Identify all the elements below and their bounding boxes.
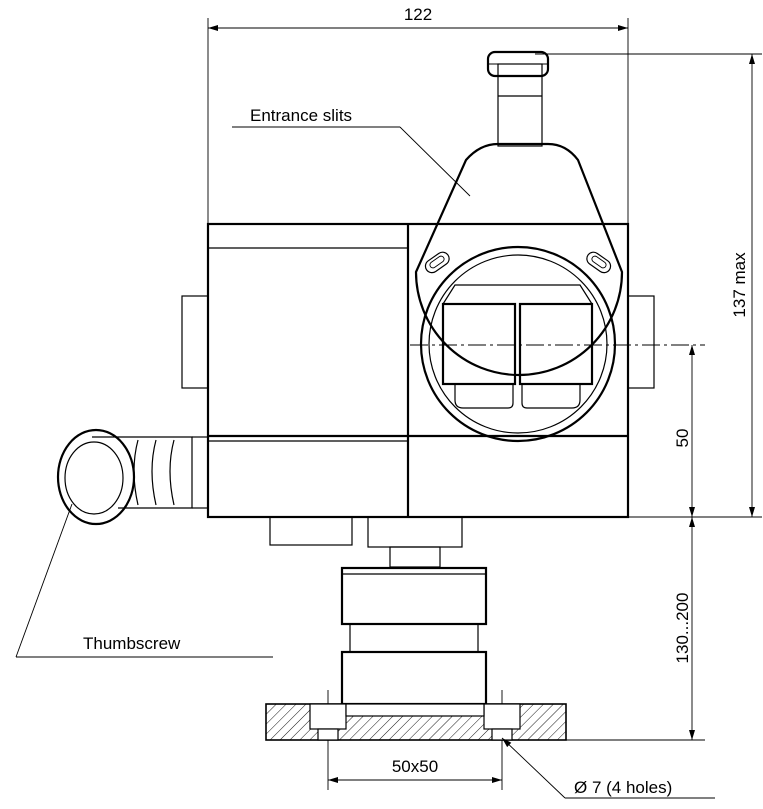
- dimension-base-square: 50x50: [327, 740, 503, 790]
- spectrometer-body: [181, 222, 655, 519]
- holes-callout: Ø 7 (4 holes): [501, 737, 715, 799]
- dimension-height-max-label: 137 max: [730, 252, 749, 318]
- dimension-post-range: 130...200: [555, 517, 705, 741]
- dimension-width-label: 122: [404, 5, 432, 24]
- dimension-center-height-label: 50: [673, 429, 692, 448]
- label-thumbscrew: Thumbscrew: [15, 503, 273, 658]
- mount-post: [269, 516, 488, 706]
- thumbscrew-knob: [56, 428, 208, 526]
- holes-callout-label: Ø 7 (4 holes): [574, 778, 672, 797]
- base-plate: [265, 690, 567, 741]
- entrance-slit-housing: [414, 50, 624, 443]
- dimension-post-range-label: 130...200: [673, 593, 692, 664]
- dimension-width: 122: [207, 5, 629, 225]
- dimension-base-square-label: 50x50: [392, 757, 438, 776]
- label-thumbscrew-text: Thumbscrew: [83, 634, 181, 653]
- label-entrance-slits-text: Entrance slits: [250, 106, 352, 125]
- label-entrance-slits: Entrance slits: [232, 106, 471, 197]
- dimension-center-height: 50: [410, 344, 705, 517]
- dimension-height-max: 137 max: [535, 53, 762, 518]
